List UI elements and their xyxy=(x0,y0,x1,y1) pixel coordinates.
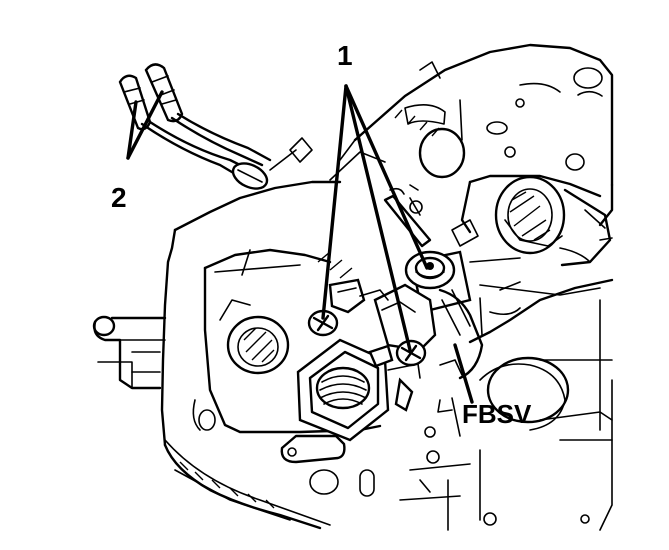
callout-2-leaders xyxy=(126,90,164,160)
callout-label-fbsv: FBSV xyxy=(462,399,532,429)
leader-line xyxy=(126,100,138,160)
fbsv-solenoid-valve xyxy=(296,250,484,442)
wire-connector xyxy=(118,63,272,190)
leader-line xyxy=(321,84,348,320)
leader-line xyxy=(344,84,429,270)
leader-line xyxy=(126,90,164,160)
carburetor-body xyxy=(92,43,614,531)
leader-line xyxy=(453,343,474,404)
callout-label-2: 2 xyxy=(111,182,127,213)
fbsv-leader xyxy=(453,343,474,404)
leader-line xyxy=(344,84,412,352)
callout-1-leaders xyxy=(321,84,429,352)
callout-label-1: 1 xyxy=(337,40,353,71)
